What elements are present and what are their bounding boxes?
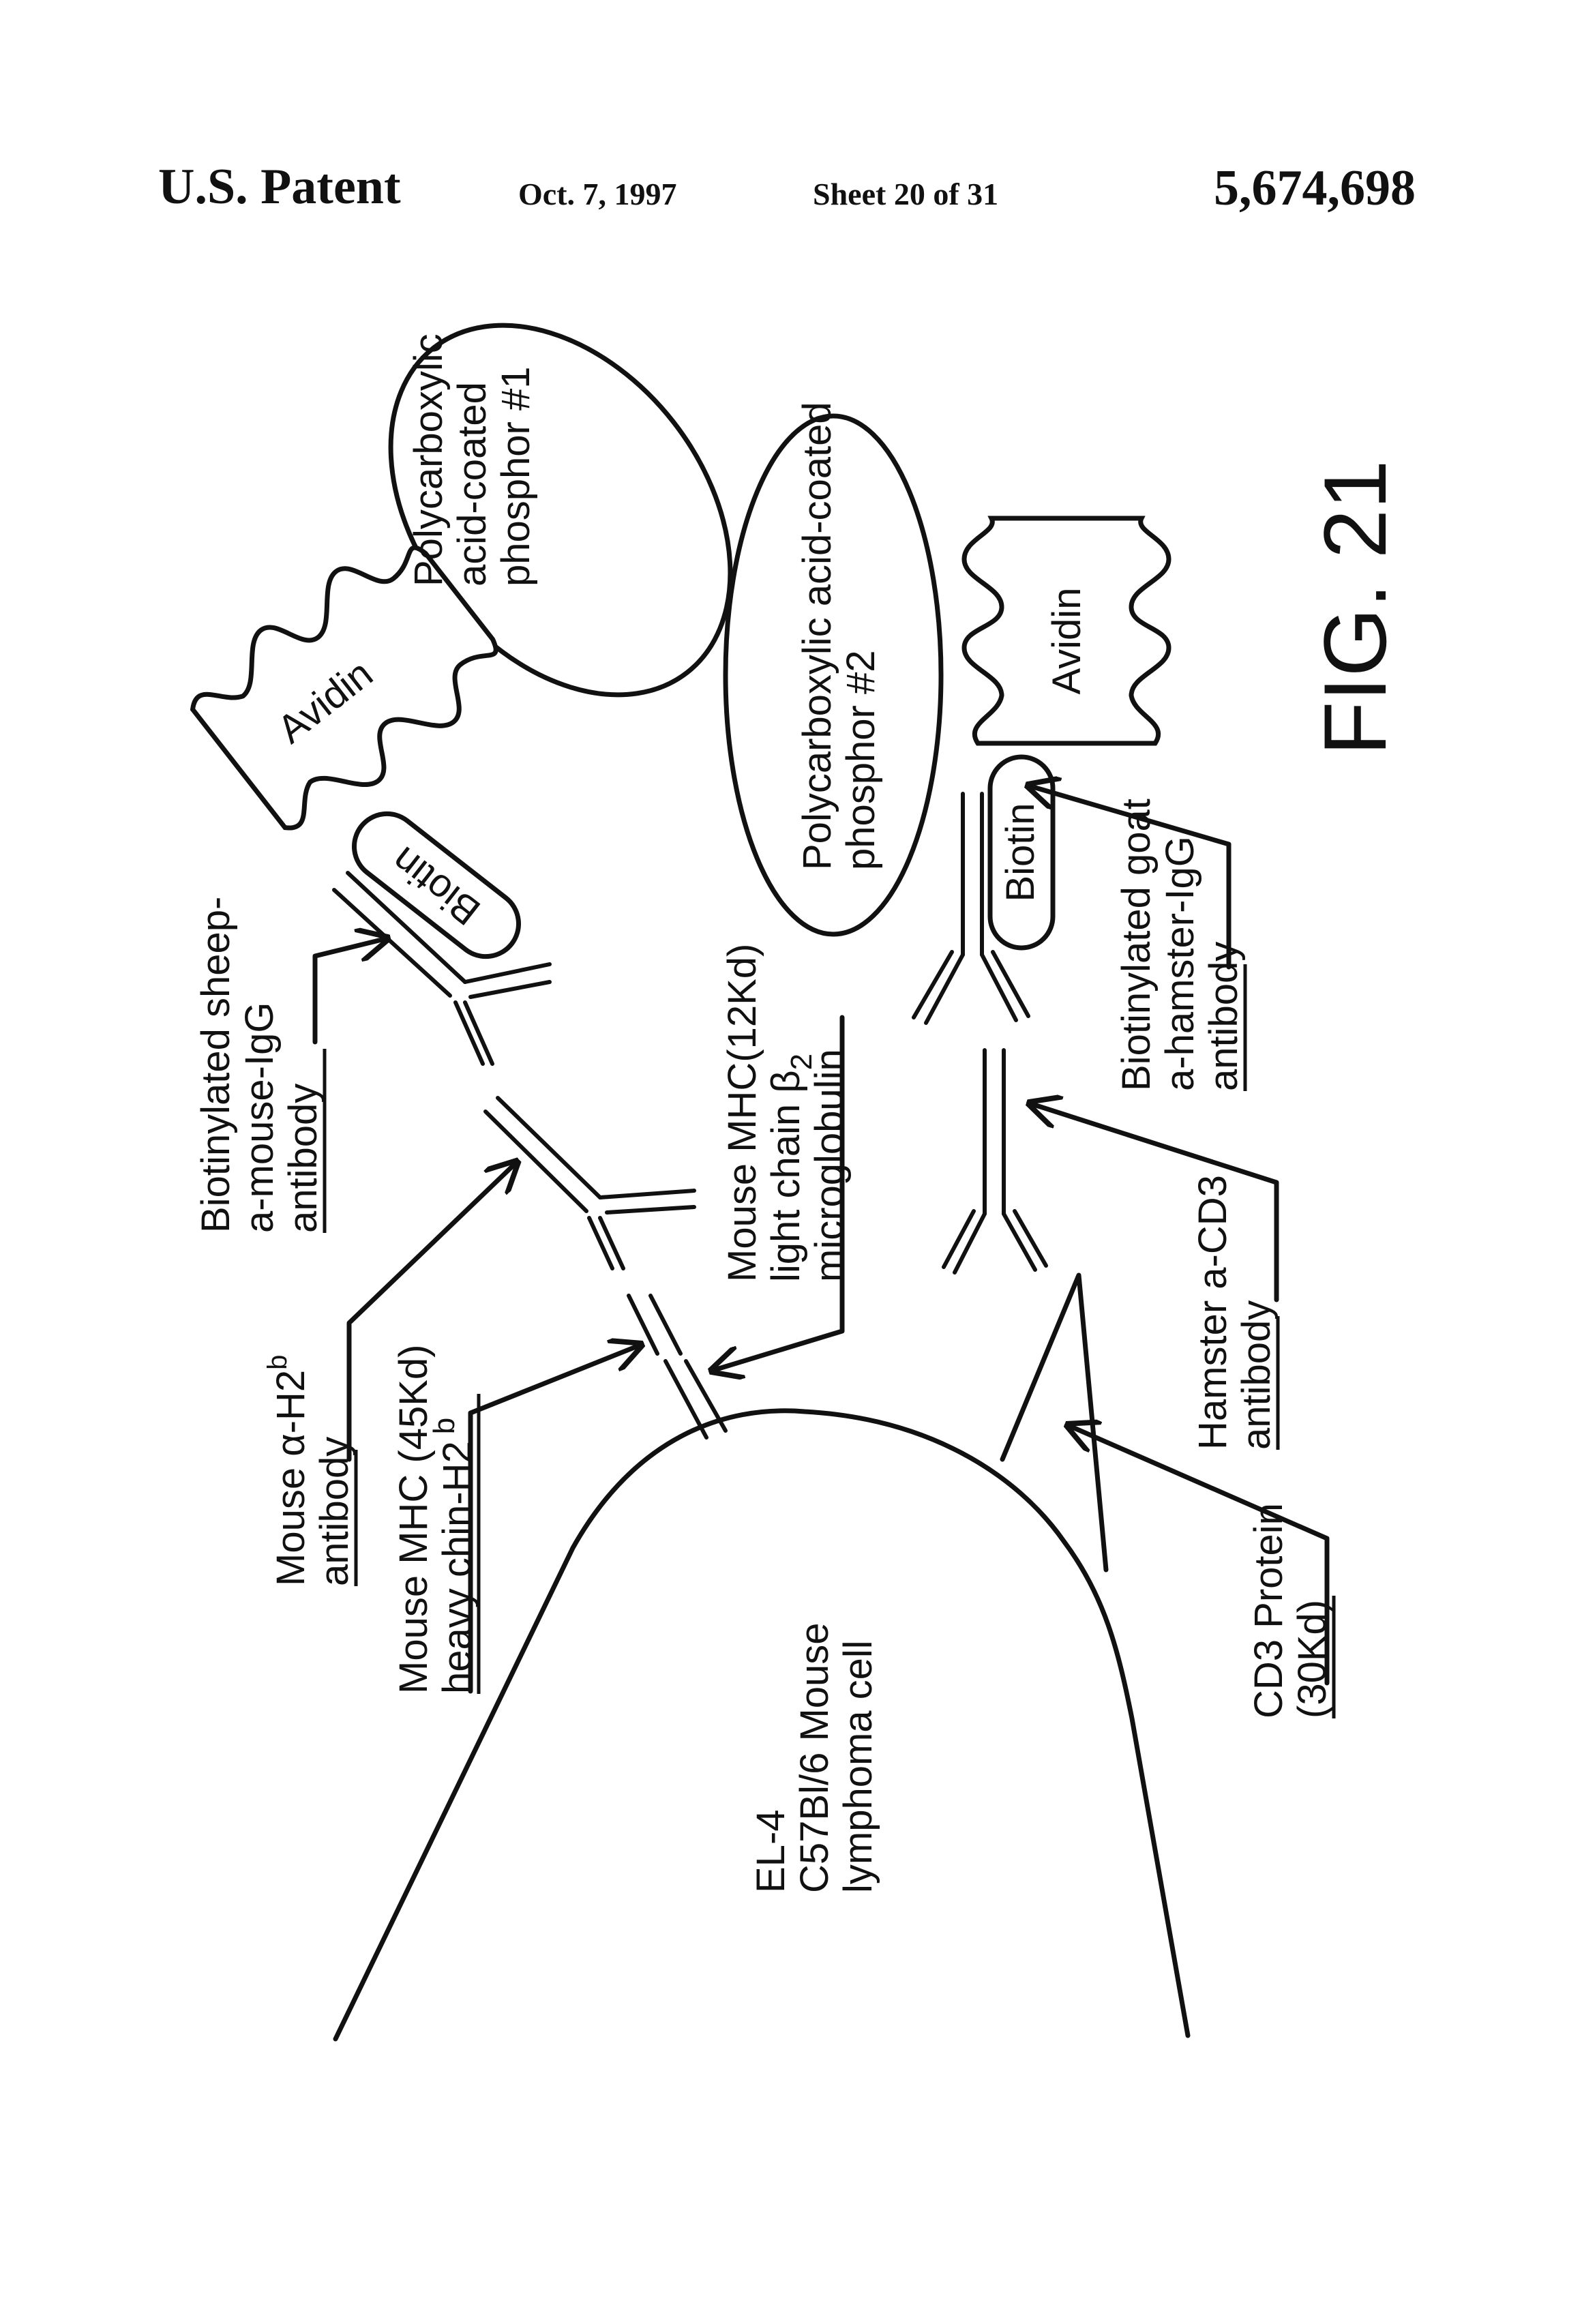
svg-text:Polycarboxylic: Polycarboxylic — [406, 333, 451, 586]
mouse-h2b-label: Mouse α-H2b antibody — [263, 1355, 357, 1586]
svg-text:Polycarboxylic acid-coated: Polycarboxylic acid-coated — [795, 402, 839, 870]
svg-text:Biotinylated goat: Biotinylated goat — [1114, 799, 1159, 1091]
svg-text:antibody: antibody — [281, 1084, 325, 1233]
svg-text:lymphoma cell: lymphoma cell — [836, 1640, 880, 1893]
svg-text:EL-4: EL-4 — [749, 1809, 793, 1893]
avidin-2-label: Avidin — [1045, 588, 1089, 695]
svg-text:Biotinylated sheep-: Biotinylated sheep- — [194, 897, 238, 1233]
svg-text:microglobulin: microglobulin — [807, 1049, 852, 1282]
leader-sheep-ab — [315, 938, 387, 1042]
biotin-2: Biotin — [990, 757, 1053, 948]
leader-hamster-ab — [1030, 1103, 1277, 1300]
svg-text:Mouse MHC(12Kd): Mouse MHC(12Kd) — [720, 944, 764, 1282]
header-date: Oct. 7, 1997 — [518, 177, 677, 211]
mhc-heavy-label: Mouse MHC (45Kd) heavy chin-H2b — [391, 1345, 479, 1694]
svg-text:acid-coated: acid-coated — [450, 382, 494, 586]
header-patent-label: U.S. Patent — [158, 159, 401, 215]
leader-mhc-heavy — [471, 1345, 641, 1691]
svg-text:C57Bl/6 Mouse: C57Bl/6 Mouse — [792, 1622, 837, 1893]
header-patent-number: 5,674,698 — [1214, 160, 1416, 216]
cell-label: EL-4 C57Bl/6 Mouse lymphoma cell — [749, 1622, 880, 1893]
svg-text:Hamster a-CD3: Hamster a-CD3 — [1191, 1175, 1235, 1450]
svg-text:Mouse α-H2b: Mouse α-H2b — [263, 1355, 313, 1586]
svg-text:(30Kd): (30Kd) — [1290, 1600, 1334, 1718]
svg-text:phosphor #2: phosphor #2 — [839, 651, 883, 870]
mouse-h2b-antibody-shape — [486, 1098, 694, 1268]
sheep-antibody-label: Biotinylated sheep- a-mouse-IgG antibody — [194, 897, 325, 1233]
svg-text:antibody: antibody — [1234, 1300, 1279, 1450]
figure-label: FIG. 21 — [1305, 460, 1405, 756]
svg-text:heavy chin-H2b: heavy chin-H2b — [428, 1418, 479, 1694]
svg-text:Mouse MHC (45Kd): Mouse MHC (45Kd) — [391, 1345, 436, 1694]
header-sheet: Sheet 20 of 31 — [813, 177, 998, 211]
svg-text:antibody: antibody — [312, 1437, 357, 1586]
svg-text:CD3 Protein: CD3 Protein — [1247, 1503, 1291, 1718]
mhc-light-label: Mouse MHC(12Kd) light chain β2 microglob… — [720, 944, 852, 1282]
hamster-antibody-shape — [944, 1050, 1046, 1272]
svg-text:phosphor #1: phosphor #1 — [494, 367, 538, 586]
mhc-heavy-chain-shape — [629, 1296, 726, 1437]
avidin-2: Avidin — [964, 518, 1169, 743]
hamster-antibody-label: Hamster a-CD3 antibody — [1191, 1175, 1279, 1450]
svg-text:antibody: antibody — [1202, 942, 1246, 1091]
svg-text:a-hamster-IgG: a-hamster-IgG — [1158, 836, 1202, 1091]
biotin-2-label: Biotin — [998, 803, 1043, 902]
svg-text:a-mouse-IgG: a-mouse-IgG — [237, 1002, 282, 1233]
